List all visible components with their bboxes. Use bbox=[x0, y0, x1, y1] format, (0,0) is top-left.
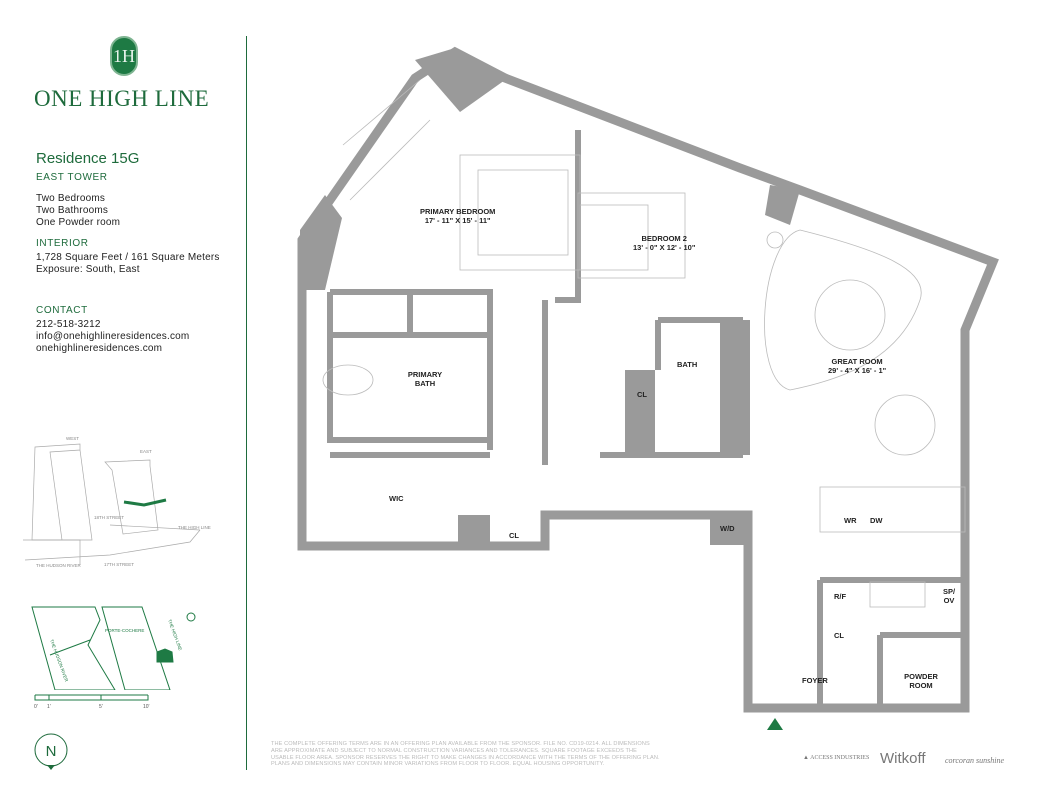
partner-name: ACCESS INDUSTRIES bbox=[810, 755, 870, 761]
room-summary-item: Two Bathrooms bbox=[36, 205, 109, 216]
room-name: GREAT ROOM bbox=[831, 357, 883, 366]
brand-logo-badge: 1H bbox=[110, 36, 138, 76]
room-name: PRIMARY BEDROOM bbox=[420, 207, 496, 216]
room-name: BEDROOM 2 bbox=[641, 234, 687, 243]
corcoran-sunshine-logo: corcoran sunshine bbox=[945, 756, 1005, 765]
cooktop bbox=[869, 581, 926, 608]
website-link[interactable]: onehighlineresidences.com bbox=[36, 343, 163, 354]
scale-tick: 1' bbox=[47, 704, 51, 710]
room-powder: POWDER ROOM bbox=[904, 672, 938, 690]
floor-plan bbox=[297, 46, 999, 730]
brand-name: ONE HIGH LINE bbox=[34, 86, 210, 111]
street17-label: 17TH STREET bbox=[104, 562, 134, 567]
bed-2 bbox=[577, 192, 686, 279]
room-dims: 17' - 11" X 15' - 11" bbox=[424, 216, 491, 225]
scale-tick: 5' bbox=[99, 704, 103, 710]
building-diagram: WEST EAST 18TH STREET THE HIGH LINE THE … bbox=[23, 436, 211, 568]
scale-tick: 10' bbox=[143, 704, 150, 710]
east-site bbox=[101, 606, 171, 690]
street18-label: 18TH STREET bbox=[94, 515, 124, 520]
room-primary-bath: PRIMARY BATH bbox=[407, 370, 443, 388]
furniture bbox=[322, 79, 966, 608]
compass-label: N bbox=[46, 743, 57, 760]
room-dims: 13' - 0" X 12' - 10" bbox=[633, 243, 696, 252]
kitchen-island bbox=[819, 486, 966, 533]
legal-disclaimer: THE COMPLETE OFFERING TERMS ARE IN AN OF… bbox=[271, 741, 660, 768]
interior-heading: INTERIOR bbox=[36, 238, 89, 249]
dishwasher: DW bbox=[870, 516, 883, 525]
residence-title: Residence 15G bbox=[36, 150, 140, 167]
exposure: Exposure: South, East bbox=[36, 264, 140, 275]
east-tower bbox=[104, 459, 159, 535]
divider bbox=[246, 36, 247, 770]
wall-blocks bbox=[300, 48, 800, 547]
river-label: THE HUDSON RIVER bbox=[36, 563, 82, 568]
porte-label: PORTE-COCHERE bbox=[105, 628, 144, 633]
access-industries-logo: ▲ ACCESS INDUSTRIES bbox=[803, 755, 870, 761]
email-link[interactable]: info@onehighlineresidences.com bbox=[36, 331, 190, 342]
room-summary-item: Two Bedrooms bbox=[36, 193, 106, 204]
podium bbox=[23, 524, 201, 565]
unit-location bbox=[156, 648, 174, 663]
coffee-table bbox=[814, 279, 886, 351]
west-label: WEST bbox=[66, 436, 79, 441]
area: 1,728 Square Feet / 161 Square Meters bbox=[36, 252, 220, 263]
tower-label: EAST TOWER bbox=[36, 172, 108, 183]
bathtub bbox=[322, 364, 374, 396]
phone[interactable]: 212-518-3212 bbox=[36, 319, 101, 330]
sofa bbox=[764, 229, 922, 391]
west-site bbox=[31, 606, 116, 690]
room-summary-item: One Powder room bbox=[36, 217, 121, 228]
entry-marker-icon bbox=[767, 718, 783, 730]
room-foyer: FOYER bbox=[802, 676, 828, 685]
wine-refrigerator: WR bbox=[844, 516, 857, 525]
washer-dryer: W/D bbox=[720, 524, 735, 533]
room-bath: BATH bbox=[677, 360, 698, 369]
scale-tick: 0' bbox=[34, 704, 38, 710]
room-closet: CL bbox=[834, 631, 844, 640]
witkoff-logo: Witkoff bbox=[880, 750, 926, 767]
room-wic: WIC bbox=[389, 494, 404, 503]
contact-heading: CONTACT bbox=[36, 305, 88, 316]
north-compass-icon: N bbox=[34, 733, 68, 770]
scale-bar: 0' 1' 5' 10' bbox=[34, 694, 150, 710]
highline-label: THE HIGH LINE bbox=[178, 525, 211, 530]
refrigerator-freezer: R/F bbox=[834, 592, 847, 601]
site-plan: THE HUDSON RIVER PORTE-COCHERE THE HIGH … bbox=[31, 606, 196, 690]
east-label: EAST bbox=[140, 449, 152, 454]
room-closet: CL bbox=[637, 390, 647, 399]
contact-info: 212-518-3212 info@onehighlineresidences.… bbox=[36, 319, 189, 355]
room-closet: CL bbox=[509, 531, 519, 540]
room-summary: Two Bedrooms Two Bathrooms One Powder ro… bbox=[36, 193, 120, 229]
unit-floor-highlight bbox=[123, 498, 167, 507]
interior-walls bbox=[327, 130, 965, 710]
site-compass-icon bbox=[186, 612, 196, 622]
interior-info: 1,728 Square Feet / 161 Square Meters Ex… bbox=[36, 252, 220, 276]
speed-oven: SP/ OV bbox=[942, 587, 956, 605]
room-dims: 29' - 4" X 16' - 1" bbox=[828, 366, 887, 375]
dining-table bbox=[874, 394, 936, 456]
